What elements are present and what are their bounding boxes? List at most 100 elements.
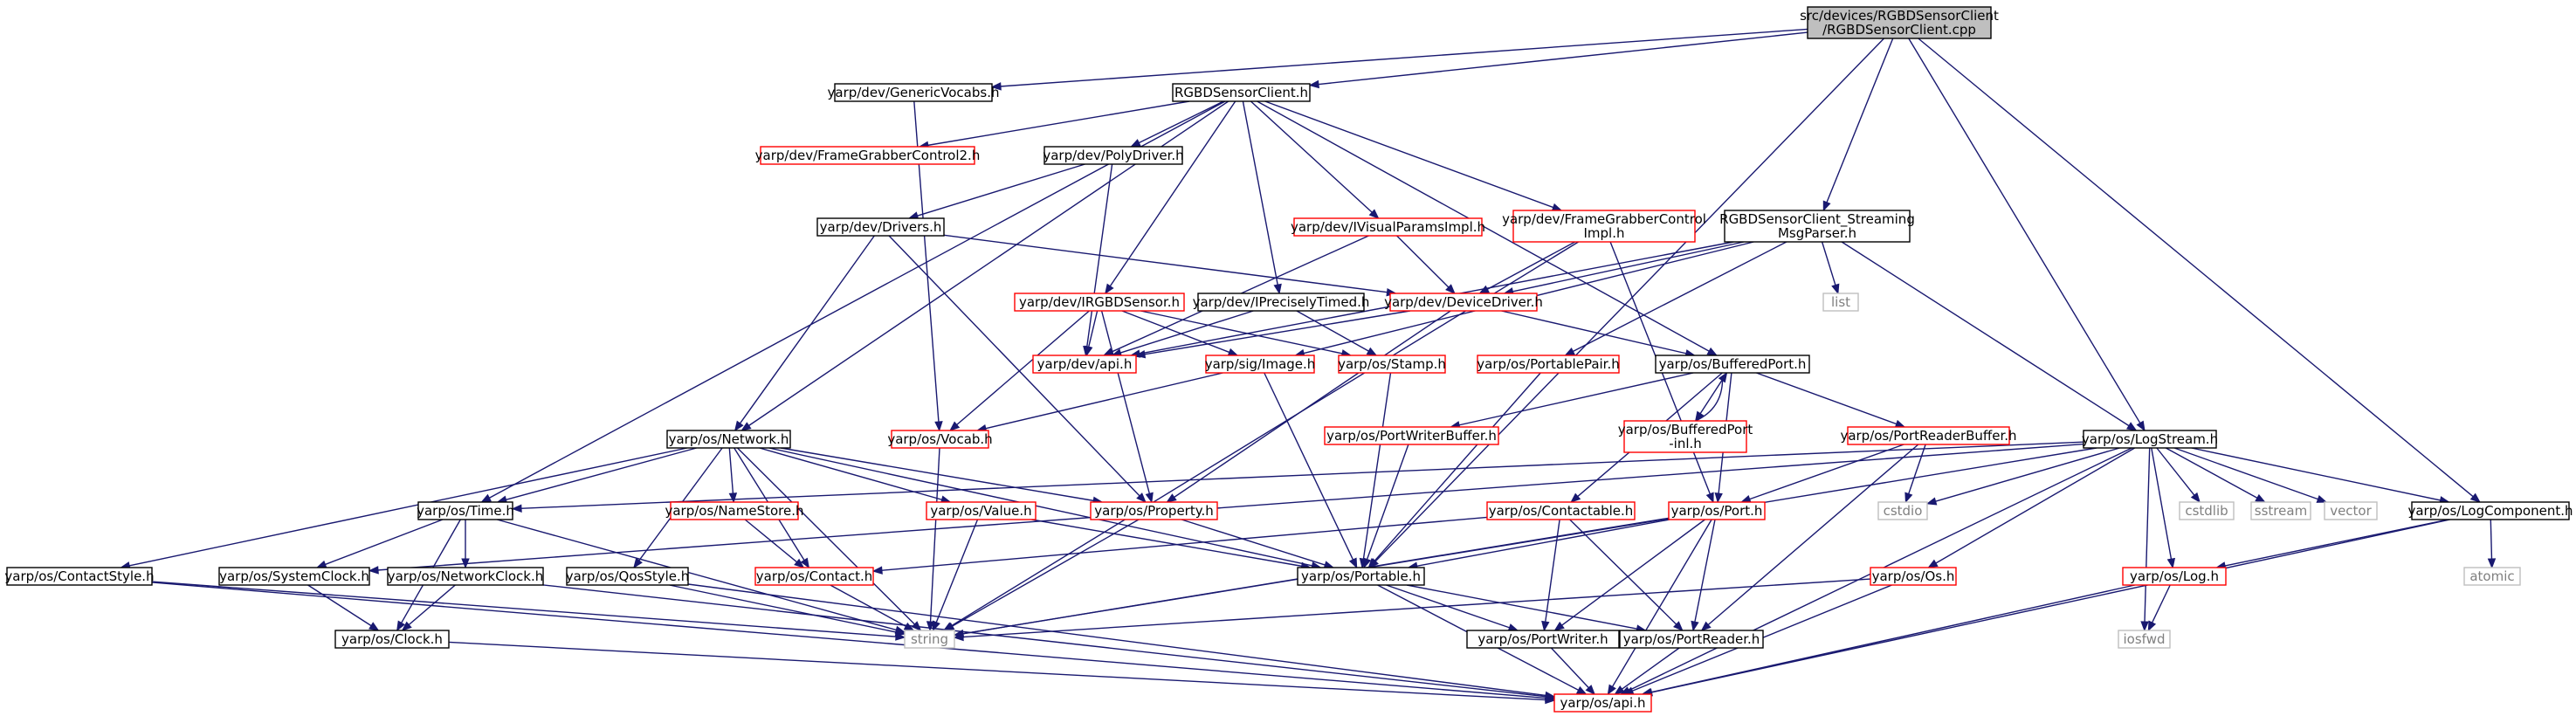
node-rgbd-client-h[interactable]: RGBDSensorClient.h xyxy=(1172,83,1311,102)
node-log[interactable]: yarp/os/Log.h xyxy=(2122,567,2227,586)
node-drivers[interactable]: yarp/dev/Drivers.h xyxy=(816,217,945,237)
edge-root-to-streaming-parser xyxy=(1825,38,1894,203)
edge-property-to-string xyxy=(951,519,1140,628)
edge-iprecisely-timed-to-stamp xyxy=(1296,310,1370,353)
node-portable-pair[interactable]: yarp/os/PortablePair.h xyxy=(1477,355,1620,374)
node-frame-grabber-control2[interactable]: yarp/dev/FrameGrabberControl2.h xyxy=(755,146,981,165)
node-system-clock[interactable]: yarp/os/SystemClock.h xyxy=(218,567,370,586)
node-port-writer-buffer[interactable]: yarp/os/PortWriterBuffer.h xyxy=(1324,426,1499,445)
edge-sig-image-to-vocab xyxy=(984,372,1223,430)
node-cstdio: cstdio xyxy=(1877,501,1928,520)
edge-rgbd-client-h-to-frame-grabber-control2 xyxy=(926,100,1190,147)
node-poly-driver[interactable]: yarp/dev/PolyDriver.h xyxy=(1043,146,1184,165)
edge-port-writer-to-os-api xyxy=(1550,647,1590,689)
node-network[interactable]: yarp/os/Network.h xyxy=(666,430,791,449)
node-label: yarp/os/NameStore.h xyxy=(665,503,803,519)
node-box xyxy=(1847,426,2010,445)
node-network-clock[interactable]: yarp/os/NetworkClock.h xyxy=(387,567,544,586)
node-box xyxy=(1014,293,1185,312)
edge-arrowhead xyxy=(1367,558,1378,569)
node-label: src/devices/RGBDSensorClient xyxy=(1800,8,1999,24)
node-log-stream[interactable]: yarp/os/LogStream.h xyxy=(2082,430,2218,449)
node-stamp[interactable]: yarp/os/Stamp.h xyxy=(1338,355,1446,374)
edge-port-reader-buffer-to-cstdio xyxy=(1907,444,1926,495)
node-label: yarp/dev/PolyDriver.h xyxy=(1043,148,1183,163)
edge-portable-pair-to-portable xyxy=(1373,372,1541,562)
edge-arrowhead xyxy=(2255,493,2266,503)
node-qos-style[interactable]: yarp/os/QosStyle.h xyxy=(566,567,690,586)
edge-arrowhead xyxy=(894,628,906,637)
edge-arrowhead xyxy=(480,493,492,503)
node-label: yarp/sig/Image.h xyxy=(1205,356,1316,372)
edge-poly-driver-to-drivers xyxy=(916,163,1085,217)
edge-log-stream-to-time xyxy=(520,441,2084,509)
node-sig-image[interactable]: yarp/sig/Image.h xyxy=(1205,355,1316,374)
node-time[interactable]: yarp/os/Time.h xyxy=(417,501,514,520)
edge-arrowhead xyxy=(2487,558,2497,569)
node-irgbd-sensor[interactable]: yarp/dev/IRGBDSensor.h xyxy=(1014,293,1185,312)
node-contact[interactable]: yarp/os/Contact.h xyxy=(754,567,874,586)
edge-arrowhead xyxy=(633,557,643,569)
node-port[interactable]: yarp/os/Port.h xyxy=(1668,501,1766,520)
edge-arrowhead xyxy=(2190,492,2201,504)
edge-port-writer-buffer-to-portable xyxy=(1366,444,1409,561)
edge-frame-grabber-control-impl-to-device-driver xyxy=(1486,241,1576,291)
edge-irgbd-sensor-to-vocab xyxy=(955,310,1090,426)
node-label: -inl.h xyxy=(1669,436,1702,451)
node-label: /RGBDSensorClient.cpp xyxy=(1822,22,1976,38)
node-sstream: sstream xyxy=(2250,501,2311,520)
node-label: yarp/os/Contactable.h xyxy=(1489,503,1634,519)
edge-system-clock-to-clock xyxy=(307,584,373,627)
node-label: string xyxy=(911,631,948,647)
edge-arrowhead xyxy=(1585,685,1596,695)
edge-layer xyxy=(120,28,2497,705)
edge-arrowhead xyxy=(1366,347,1378,356)
node-value[interactable]: yarp/os/Value.h xyxy=(926,501,1037,520)
node-port-writer[interactable]: yarp/os/PortWriter.h xyxy=(1466,630,1620,649)
edge-arrowhead xyxy=(1227,348,1239,356)
node-box xyxy=(891,430,989,449)
edge-log-stream-to-log-component xyxy=(2191,447,2442,501)
node-portable[interactable]: yarp/os/Portable.h xyxy=(1297,567,1425,586)
node-vocab[interactable]: yarp/os/Vocab.h xyxy=(887,430,993,449)
node-box xyxy=(2463,567,2521,586)
node-box xyxy=(1512,210,1696,243)
edge-arrowhead xyxy=(1705,492,1714,504)
node-label: yarp/dev/Drivers.h xyxy=(820,219,942,235)
edge-network-clock-to-clock xyxy=(408,584,456,626)
node-box xyxy=(1043,146,1183,165)
node-log-component[interactable]: yarp/os/LogComponent.h xyxy=(2407,501,2573,520)
edge-arrowhead xyxy=(740,422,752,431)
node-label: atomic xyxy=(2469,568,2514,584)
node-clock[interactable]: yarp/os/Clock.h xyxy=(334,630,450,649)
edge-arrowhead xyxy=(1570,492,1581,503)
edge-rgbd-client-h-to-frame-grabber-control-impl xyxy=(1264,100,1554,209)
node-os-h[interactable]: yarp/os/Os.h xyxy=(1870,567,1957,586)
edge-rgbd-client-h-to-buffered-port xyxy=(1257,100,1711,353)
node-name-store[interactable]: yarp/os/NameStore.h xyxy=(665,501,804,520)
node-dev-api[interactable]: yarp/dev/api.h xyxy=(1032,355,1137,374)
node-ivisual-params-impl[interactable]: yarp/dev/IVisualParamsImpl.h xyxy=(1291,217,1485,237)
node-device-driver[interactable]: yarp/dev/DeviceDriver.h xyxy=(1384,293,1543,312)
node-port-reader[interactable]: yarp/os/PortReader.h xyxy=(1619,630,1764,649)
node-label: yarp/os/Contact.h xyxy=(756,568,873,584)
node-box xyxy=(1197,293,1365,312)
edge-arrowhead xyxy=(1927,559,1939,568)
node-property[interactable]: yarp/os/Property.h xyxy=(1090,501,1218,520)
node-buffered-port-inl[interactable]: yarp/os/BufferedPort-inl.h xyxy=(1618,420,1753,453)
node-os-api[interactable]: yarp/os/api.h xyxy=(1553,693,1652,713)
node-contactable[interactable]: yarp/os/Contactable.h xyxy=(1486,501,1636,520)
node-port-reader-buffer[interactable]: yarp/os/PortReaderBuffer.h xyxy=(1840,426,2017,445)
node-contact-style[interactable]: yarp/os/ContactStyle.h xyxy=(4,567,155,586)
edge-portable-to-port-reader xyxy=(1406,584,1638,630)
node-label: Impl.h xyxy=(1584,225,1625,241)
node-iprecisely-timed[interactable]: yarp/dev/IPreciselyTimed.h xyxy=(1193,293,1370,312)
edge-arrowhead xyxy=(1904,492,1913,504)
edge-arrowhead xyxy=(1673,621,1684,631)
edge-log-component-to-os-api xyxy=(1650,519,2450,693)
node-box xyxy=(387,567,544,586)
node-buffered-port[interactable]: yarp/os/BufferedPort.h xyxy=(1655,355,1810,374)
node-generic-vocabs[interactable]: yarp/dev/GenericVocabs.h xyxy=(828,83,1000,102)
